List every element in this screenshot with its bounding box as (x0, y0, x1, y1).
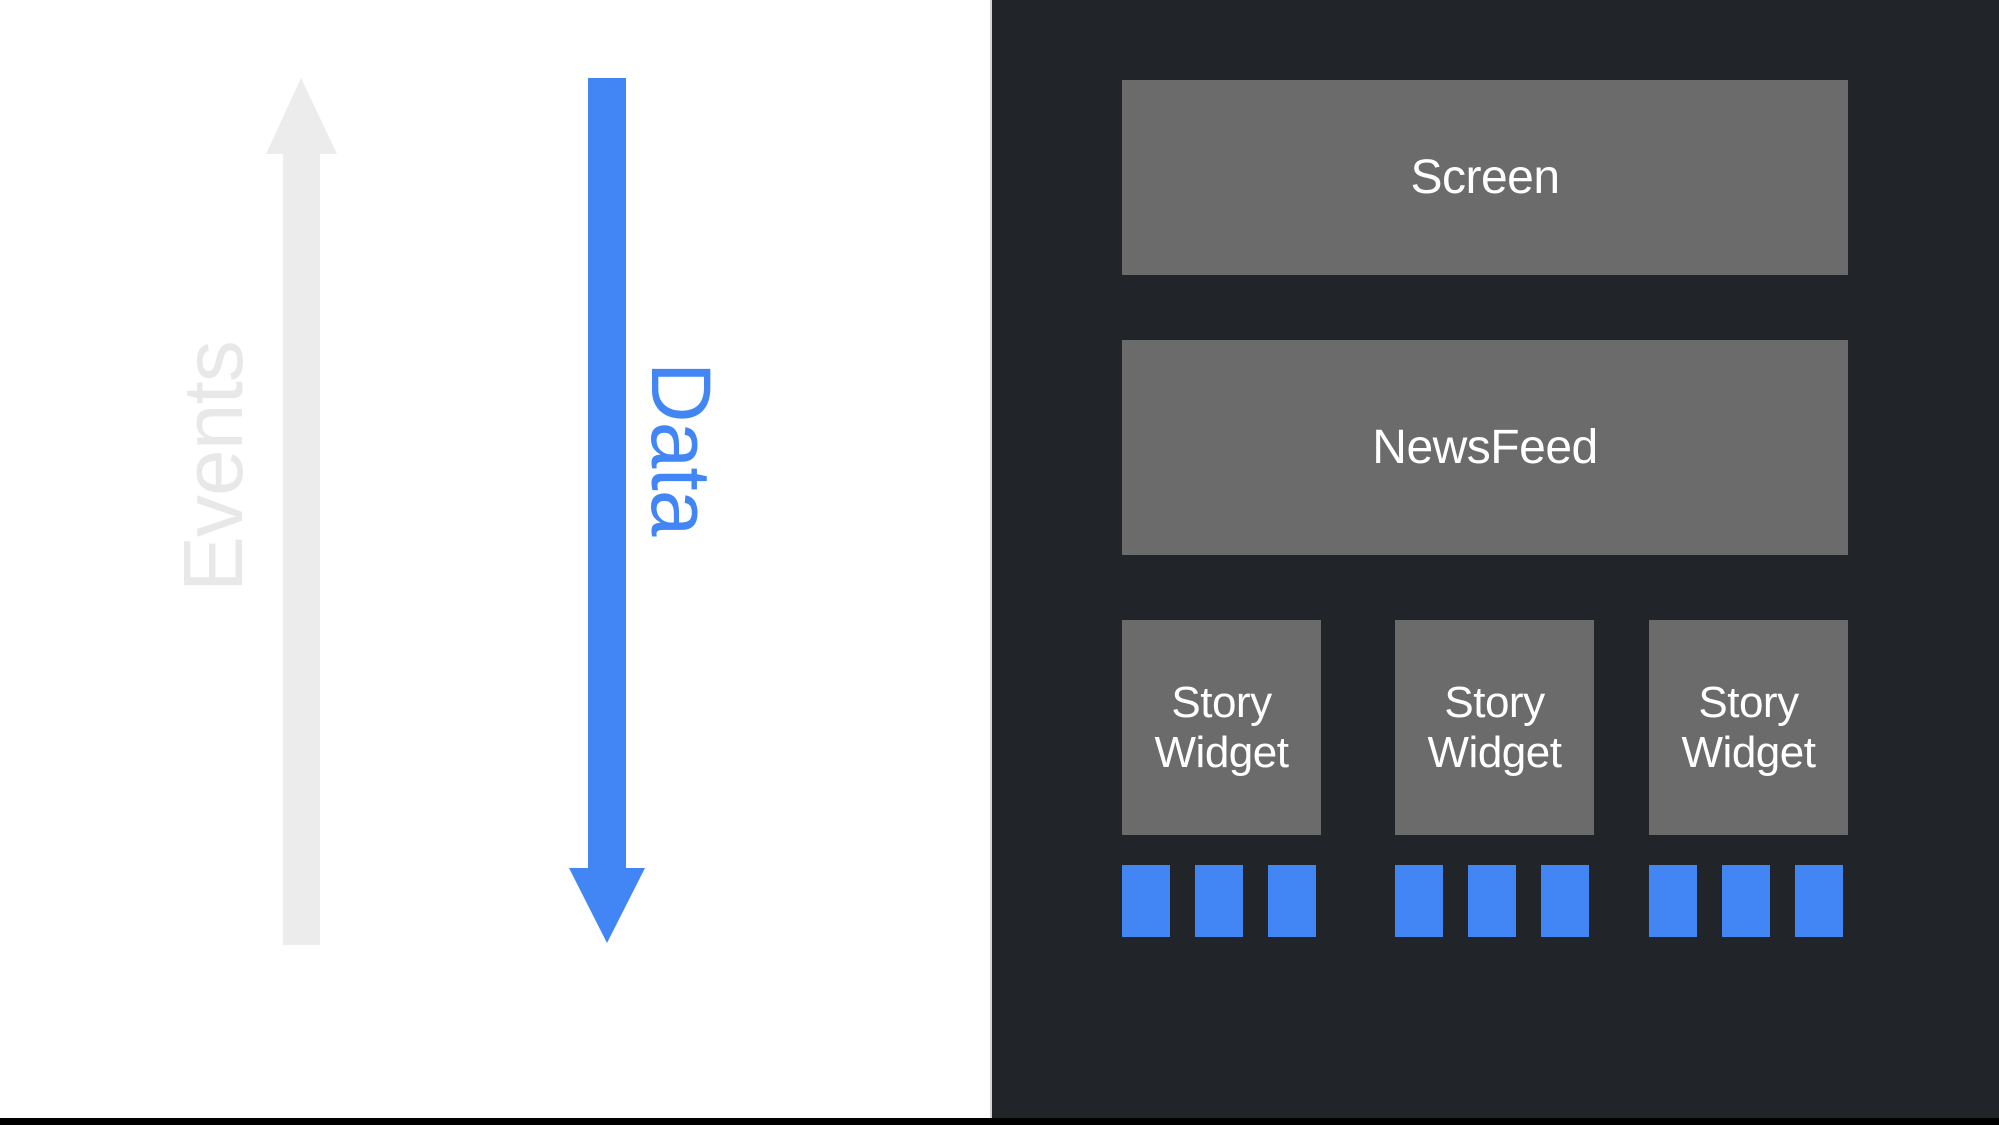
leaf-node[interactable] (1122, 865, 1170, 937)
leaf-node[interactable] (1468, 865, 1516, 937)
data-arrow-icon (569, 78, 645, 943)
data-flow-label: Data (634, 362, 728, 536)
arrows-layer (266, 78, 645, 945)
node-story-widget-3[interactable]: Story Widget (1649, 620, 1848, 835)
node-screen[interactable]: Screen (1122, 80, 1848, 275)
leaf-group-1 (1122, 865, 1316, 937)
leaf-node[interactable] (1722, 865, 1770, 937)
leaf-node[interactable] (1395, 865, 1443, 937)
bottom-divider (0, 1118, 1999, 1125)
leaf-node[interactable] (1268, 865, 1316, 937)
widget-tree-pane: Screen NewsFeed Story Widget Story Widge… (990, 0, 1999, 1118)
leaf-node[interactable] (1195, 865, 1243, 937)
node-story-widget-2[interactable]: Story Widget (1395, 620, 1594, 835)
flow-arrows-pane: Events Data (0, 0, 990, 1118)
node-story-widget-1[interactable]: Story Widget (1122, 620, 1321, 835)
leaf-group-3 (1649, 865, 1843, 937)
leaf-node[interactable] (1649, 865, 1697, 937)
node-newsfeed[interactable]: NewsFeed (1122, 340, 1848, 555)
events-arrow-icon (266, 78, 337, 945)
leaf-node[interactable] (1541, 865, 1589, 937)
leaf-node[interactable] (1795, 865, 1843, 937)
events-flow-label: Events (166, 341, 260, 592)
leaf-group-2 (1395, 865, 1589, 937)
